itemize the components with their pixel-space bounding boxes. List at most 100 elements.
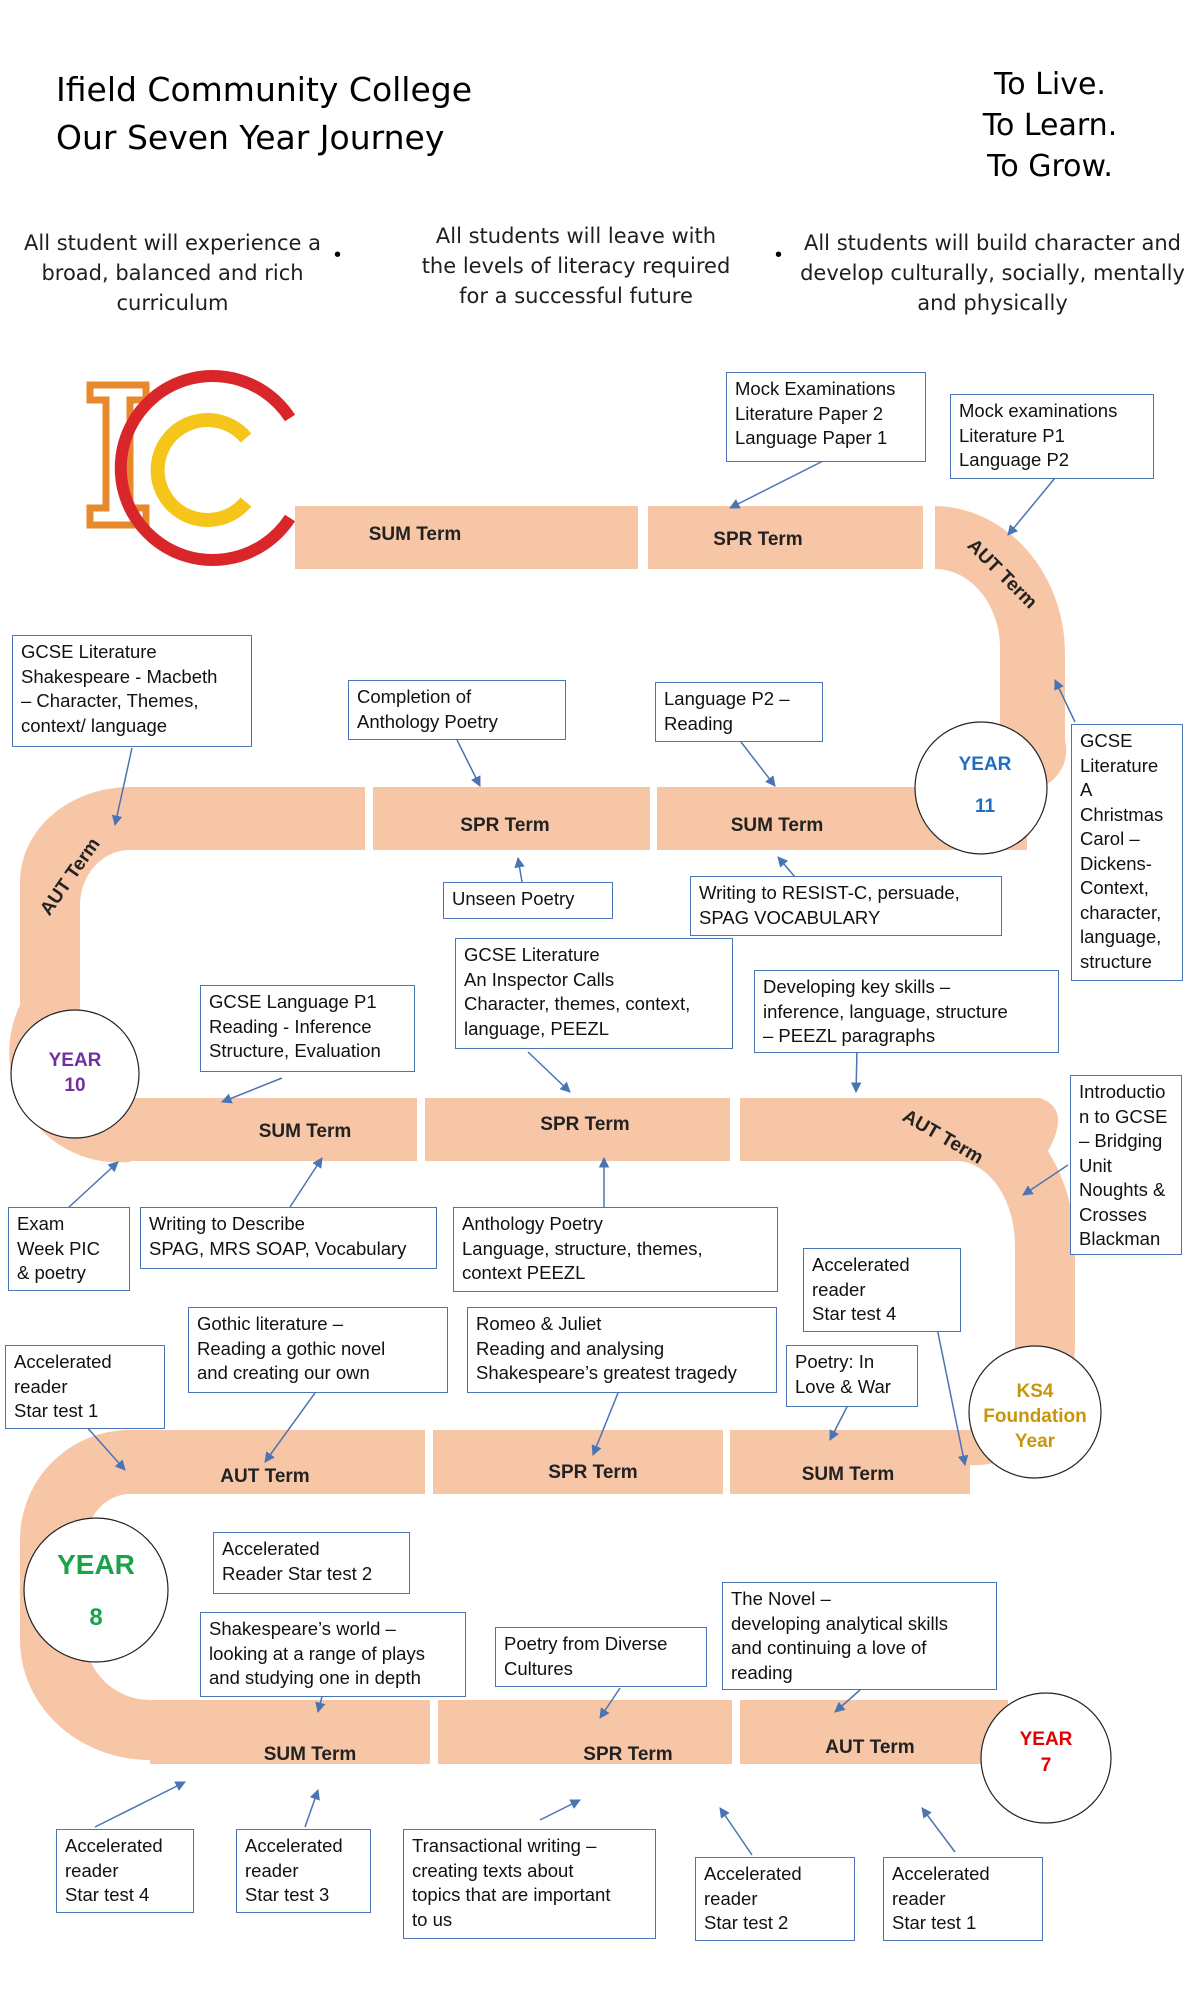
road-r3-sum — [130, 1098, 417, 1161]
box-the-novel: The Novel – developing analytical skills… — [722, 1582, 997, 1690]
box-intro-gcse: Introductio n to GCSE – Bridging Unit No… — [1070, 1075, 1182, 1255]
ks4-foundation-label: Foundation — [983, 1406, 1086, 1427]
year-7-number: 7 — [1041, 1755, 1052, 1776]
term-r4-spr: SPR Term — [548, 1462, 637, 1483]
road-r4-aut — [125, 1430, 425, 1494]
box-exam-week: Exam Week PIC & poetry — [8, 1207, 130, 1291]
term-r5-sum: SUM Term — [264, 1744, 357, 1765]
year-7-marker: YEAR 7 — [980, 1692, 1112, 1824]
arrow-ar-star1-y8 — [84, 1424, 126, 1471]
motto-live: To Live. — [994, 67, 1106, 102]
aim-literacy: All students will leave with the levels … — [421, 224, 731, 308]
box-romeo-juliet: Romeo & Juliet Reading and analysing Sha… — [467, 1307, 777, 1393]
box-christmas-carol: GCSE Literature A Christmas Carol – Dick… — [1071, 724, 1183, 981]
aim-curriculum: All student will experience a broad, bal… — [24, 231, 321, 315]
road-curve-right-1 — [935, 506, 1067, 800]
connector-arrows — [67, 459, 1076, 1856]
arrow-exam-week — [67, 1161, 119, 1209]
arrow-lang-p1 — [221, 1077, 283, 1104]
term-r5-aut: AUT Term — [825, 1737, 914, 1758]
arrow-inspector — [527, 1051, 571, 1093]
motto: To Live. To Learn. To Grow. — [950, 64, 1150, 187]
box-ar-star-test-1-y7: Accelerated reader Star test 1 — [883, 1857, 1043, 1941]
year-11-label: YEAR — [959, 754, 1012, 775]
arrow-ar-star2-y7 — [719, 1807, 753, 1856]
box-key-skills: Developing key skills – inference, langu… — [754, 970, 1059, 1053]
box-mock-exams-lit2: Mock Examinations Literature Paper 2 Lan… — [726, 372, 926, 462]
arrow-intro-gcse — [1022, 1164, 1069, 1196]
road-r5-aut — [740, 1700, 1008, 1764]
box-language-p1: GCSE Language P1 Reading - Inference Str… — [200, 985, 415, 1072]
year-11-marker: YEAR 11 — [914, 721, 1048, 855]
arrow-ar-star3-y7 — [304, 1789, 320, 1828]
arrow-gothic — [264, 1392, 316, 1463]
road-r2-aut — [130, 787, 365, 850]
motto-grow: To Grow. — [987, 149, 1113, 184]
box-ar-star-test-3-y7: Accelerated reader Star test 3 — [236, 1829, 371, 1913]
box-ar-star-test-2-y7: Accelerated reader Star test 2 — [695, 1857, 855, 1941]
road-r4-spr — [433, 1430, 723, 1494]
arrow-poetry-war — [829, 1404, 849, 1441]
year-7-label: YEAR — [1020, 1729, 1073, 1750]
road-r5-sum — [150, 1700, 430, 1764]
box-mock-exams-lit1: Mock examinations Literature P1 Language… — [950, 394, 1154, 479]
year-10-number: 10 — [64, 1075, 85, 1096]
arrow-macbeth — [111, 747, 133, 827]
arrow-diverse — [599, 1687, 621, 1719]
box-anthology-completion: Completion of Anthology Poetry — [348, 680, 566, 740]
road-r2-spr — [373, 787, 650, 850]
box-shakespeare-world: Shakespeare’s world – looking at a range… — [200, 1612, 466, 1697]
aim-bullet-1: • — [334, 244, 342, 266]
arrow-resist — [777, 856, 796, 878]
term-r2-sum: SUM Term — [731, 815, 824, 836]
term-r1-spr: SPR Term — [713, 529, 802, 550]
title-line-2: Our Seven Year Journey — [56, 118, 445, 157]
term-r3-spr: SPR Term — [540, 1114, 629, 1135]
term-r4-aut: AUT Term — [220, 1466, 309, 1487]
motto-learn: To Learn. — [982, 108, 1118, 143]
arrow-lang-p2 — [740, 741, 776, 787]
arrow-romeo — [591, 1387, 621, 1456]
year-8-number: 8 — [89, 1604, 102, 1631]
box-diverse-cultures: Poetry from Diverse Cultures — [495, 1627, 707, 1687]
box-inspector-calls: GCSE Literature An Inspector Calls Chara… — [455, 938, 733, 1049]
year-10-marker: YEAR 10 — [10, 1009, 140, 1139]
page-title: Ifield Community College Our Seven Year … — [56, 66, 472, 162]
arrow-novel — [834, 1689, 861, 1713]
term-r3-sum: SUM Term — [259, 1121, 352, 1142]
arrow-describe — [289, 1157, 323, 1208]
box-gothic-literature: Gothic literature – Reading a gothic nov… — [188, 1307, 448, 1393]
road-r5-spr — [438, 1700, 732, 1764]
ks4-foundation-marker: KS4 Foundation Year — [968, 1345, 1102, 1479]
road-r4-sum — [730, 1430, 970, 1494]
year-8-marker: YEAR 8 — [23, 1517, 169, 1663]
box-unseen-poetry: Unseen Poetry — [443, 882, 613, 919]
box-writing-resist: Writing to RESIST-C, persuade, SPAG VOCA… — [690, 876, 1002, 936]
box-language-p2: Language P2 – Reading — [655, 682, 823, 742]
term-r2-spr: SPR Term — [460, 815, 549, 836]
arrow-mock-lit1 — [1007, 477, 1056, 536]
box-ar-star-test-4-ks4: Accelerated reader Star test 4 — [803, 1248, 961, 1332]
box-ar-star-test-1-y8: Accelerated reader Star test 1 — [5, 1345, 165, 1429]
term-r1-sum: SUM Term — [369, 524, 462, 545]
arrow-transactional — [539, 1799, 581, 1821]
box-poetry-love-war: Poetry: In Love & War — [786, 1345, 918, 1407]
arrow-unseen — [514, 856, 525, 883]
arrow-anthology-completion — [456, 739, 481, 787]
ks4-year-label: Year — [1015, 1431, 1056, 1452]
road-r1-sum — [295, 506, 638, 569]
box-writing-describe: Writing to Describe SPAG, MRS SOAP, Voca… — [140, 1207, 437, 1269]
year-8-label: YEAR — [57, 1549, 135, 1580]
road-r3-spr — [425, 1098, 730, 1161]
arrow-ar-star1-y7 — [921, 1807, 956, 1853]
aim-bullet-2: • — [775, 244, 783, 266]
aim-character: All students will build character and de… — [800, 231, 1185, 315]
arrow-mock-lit2 — [729, 459, 826, 509]
box-macbeth: GCSE Literature Shakespeare - Macbeth – … — [12, 635, 252, 747]
college-logo — [86, 370, 296, 566]
box-transactional-writing: Transactional writing – creating texts a… — [403, 1829, 656, 1939]
year-11-number: 11 — [975, 796, 996, 817]
arrow-christmas-carol — [1054, 679, 1076, 723]
arrow-key-skills — [850, 1049, 862, 1094]
